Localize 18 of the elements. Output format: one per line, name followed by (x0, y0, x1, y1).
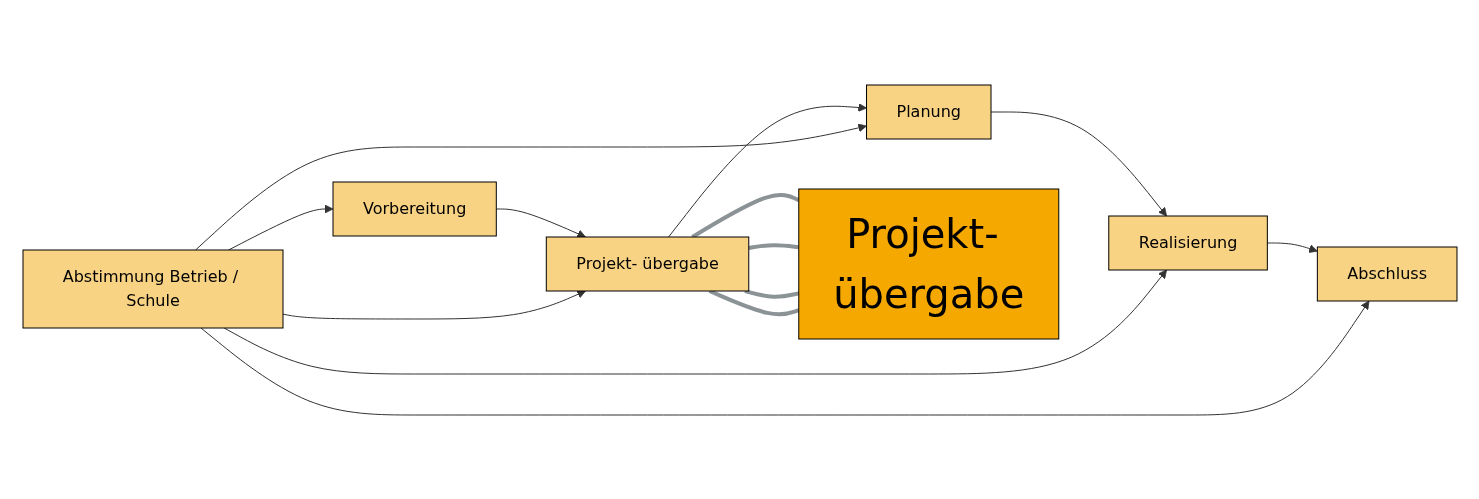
connector (747, 242, 799, 250)
connector (743, 288, 799, 299)
connector (708, 288, 799, 316)
node-box: Realisierung (1107, 215, 1268, 270)
node-box: Abstimmung Betrieb / Schule (22, 249, 283, 328)
arrow (200, 300, 1369, 415)
node-box: Projekt- übergabe (797, 188, 1059, 339)
node-box: Vorbereitung (332, 181, 497, 236)
node-box: Projekt- übergabe (545, 236, 749, 291)
node-box: Planung (865, 84, 991, 139)
arrow (223, 269, 1167, 374)
arrow (495, 208, 586, 238)
arrow (194, 123, 867, 250)
node-box: Abschluss (1316, 246, 1457, 301)
arrow (667, 102, 867, 237)
arrow (282, 289, 586, 319)
arrow (1266, 242, 1318, 253)
arrow (990, 111, 1167, 216)
